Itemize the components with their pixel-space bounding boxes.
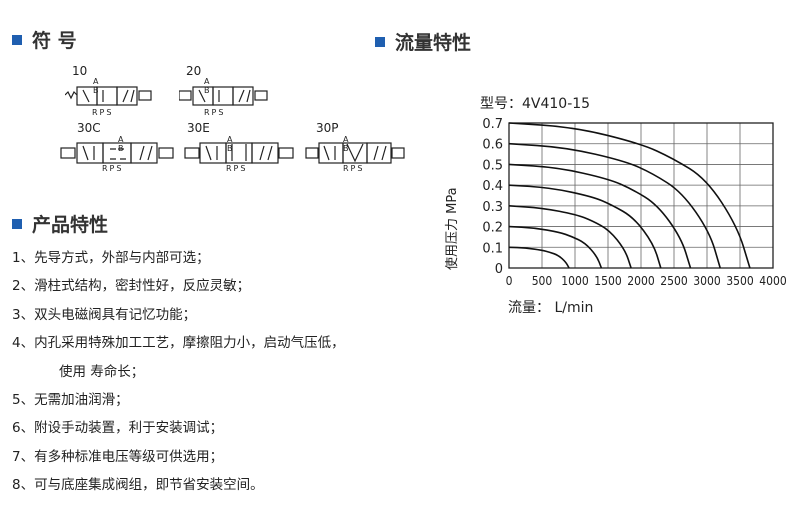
feature-list: 1、先导方式，外部与内部可选； 2、滑柱式结构，密封性好，反应灵敏； 3、双头电…: [12, 244, 345, 500]
x-tick-label: 500: [532, 274, 553, 288]
heading-text: 符 号: [32, 30, 77, 52]
valve-diagram-icon: [60, 142, 174, 164]
chart-y-label: 使用压力 MPa: [445, 187, 460, 270]
symbol-label: 20: [186, 64, 202, 78]
ports-top: A B: [343, 135, 351, 153]
symbol-label: 30P: [316, 121, 339, 135]
symbol-label: 10: [72, 64, 88, 78]
plot-frame: [508, 122, 774, 269]
series-line-0.3: [508, 205, 632, 269]
chart-title: 型号：4V410-15: [480, 96, 591, 112]
heading-text: 流量特性: [395, 32, 472, 54]
section-features-heading: 产品特性: [12, 210, 108, 237]
series-line-0.4: [508, 184, 662, 269]
series-line-0.2: [508, 225, 603, 269]
ports-bottom: RPS: [226, 164, 248, 173]
ports-bottom: RPS: [102, 164, 124, 173]
section-flow-heading: 流量特性: [375, 28, 471, 55]
y-tick-label: 0.6: [482, 138, 503, 153]
feature-item: 2、滑柱式结构，密封性好，反应灵敏；: [12, 278, 251, 295]
feature-item-continued: 使用 寿命长；: [59, 363, 145, 380]
x-tick-label: 4000: [759, 274, 787, 288]
x-tick-label: 2500: [660, 274, 688, 288]
y-tick-label: 0.5: [482, 158, 503, 173]
y-tick-label: 0.2: [482, 221, 503, 236]
feature-item: 1、先导方式，外部与内部可选；: [12, 250, 210, 266]
x-tick-label: 2000: [627, 274, 655, 288]
y-tick-label: 0.3: [482, 200, 503, 215]
feature-item: 3、双头电磁阀具有记忆功能；: [12, 306, 197, 323]
y-tick-label: 0.7: [482, 117, 503, 132]
heading-text: 产品特性: [32, 214, 109, 236]
bullet-square-icon: [375, 36, 385, 47]
valve-diagram-icon: [179, 86, 268, 106]
feature-item: 6、附设手动装置，利于安装调试；: [12, 420, 224, 437]
feature-item: 5、无需加油润滑；: [12, 392, 129, 409]
y-tick-label: 0.4: [482, 179, 503, 194]
x-tick-label: 3500: [726, 274, 754, 288]
series-line-0.7: [508, 122, 751, 269]
symbol-label: 30C: [77, 121, 101, 135]
series-line-0.1: [508, 246, 570, 269]
x-tick-label: 1000: [561, 274, 589, 288]
x-tick-label: 0: [506, 274, 513, 288]
feature-item: 8、可与底座集成阀组，即节省安装空间。: [12, 477, 264, 494]
ports-bottom: RPS: [204, 108, 226, 117]
series-line-0.6: [508, 142, 721, 269]
valve-diagram-icon: [184, 142, 294, 164]
x-tick-label: 1500: [594, 274, 622, 288]
ports-bottom: RPS: [92, 108, 114, 117]
bullet-square-icon: [12, 218, 22, 229]
chart-x-label: 流量： L/min: [508, 300, 594, 316]
ports-top: A B: [93, 77, 101, 95]
feature-item: 4、内孔采用特殊加工工艺，摩擦阻力小，启动气压低，: [12, 335, 345, 352]
series-line-0.5: [508, 163, 692, 269]
x-tick-label: 3000: [693, 274, 721, 288]
valve-diagram-icon: [65, 86, 152, 106]
y-tick-label: 0: [495, 262, 503, 277]
bullet-square-icon: [12, 34, 22, 45]
section-symbol-heading: 符 号: [12, 26, 77, 53]
symbol-label: 30E: [187, 121, 210, 135]
ports-top: A B: [227, 135, 235, 153]
flow-chart: 0 500 1000 1500 2000 2500 3000 3500 4000 0 0.1 0.2 0…: [482, 117, 787, 288]
feature-item: 7、有多种标准电压等级可供选用；: [12, 448, 224, 465]
valve-diagram-icon: [305, 142, 405, 164]
ports-top: A B: [204, 77, 212, 95]
y-tick-label: 0.1: [482, 241, 503, 256]
ports-bottom: RPS: [343, 164, 365, 173]
